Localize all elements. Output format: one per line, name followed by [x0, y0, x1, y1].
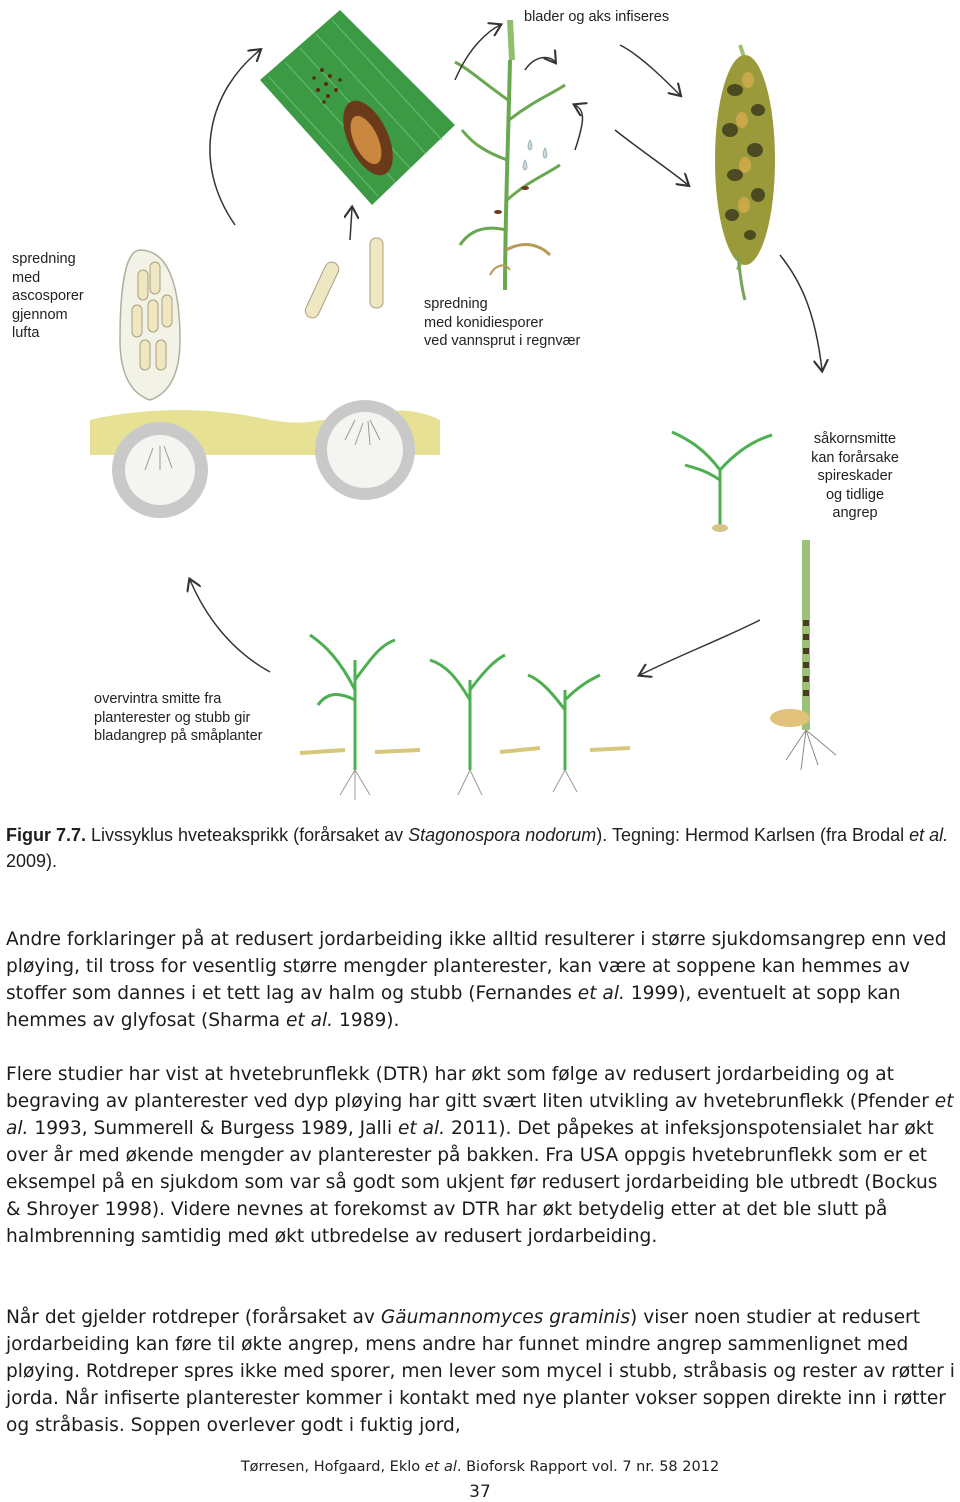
infected-wheat-ear-drawing — [715, 44, 775, 301]
life-cycle-illustration — [90, 10, 837, 800]
figure-number: Figur 7.7. — [6, 825, 87, 845]
raindrops — [522, 139, 548, 171]
label-conidia-spread: spredning med konidiesporer ved vannspru… — [424, 296, 581, 349]
seedling-drawing — [671, 430, 773, 532]
young-plants-drawing — [309, 633, 601, 770]
paragraph-1: Andre forklaringer på at redusert jordar… — [6, 929, 947, 1031]
straw-residue-drawing — [299, 746, 631, 755]
infected-leaf-drawing — [260, 10, 455, 205]
label-seed-infection: såkornsmitte kan forårsake spireskader o… — [811, 431, 899, 521]
life-cycle-figure: blader og aks infiseres spredning med as… — [12, 9, 899, 800]
species-name: Stagonospora nodorum — [408, 825, 597, 845]
cycle-arrows — [190, 25, 822, 675]
pycnidia-drawing — [90, 400, 440, 518]
roots-drawing — [339, 769, 578, 800]
infected-seedling-drawing — [770, 540, 837, 771]
ascus-drawing — [119, 249, 181, 401]
report-citation: Tørresen, Hofgaard, Eklo et al. Bioforsk… — [240, 1459, 720, 1475]
figure-caption: Figur 7.7. Livssyklus hveteaksprikk (for… — [6, 825, 949, 871]
paragraph-3: Når det gjelder rotdreper (forårsaket av… — [6, 1307, 955, 1436]
label-ascospore-spread: spredning med ascosporer gjennom lufta — [12, 251, 84, 341]
paragraph-2: Flere studier har vist at hvetebrunflekk… — [6, 1064, 954, 1247]
page-number: 37 — [469, 1482, 491, 1502]
spores-drawing — [304, 237, 384, 319]
label-overwintered-infection: overvintra smitte fra planterester og st… — [94, 691, 263, 744]
label-leaves-ears-infected: blader og aks infiseres — [524, 9, 670, 25]
wheat-plant-drawing — [454, 19, 566, 291]
